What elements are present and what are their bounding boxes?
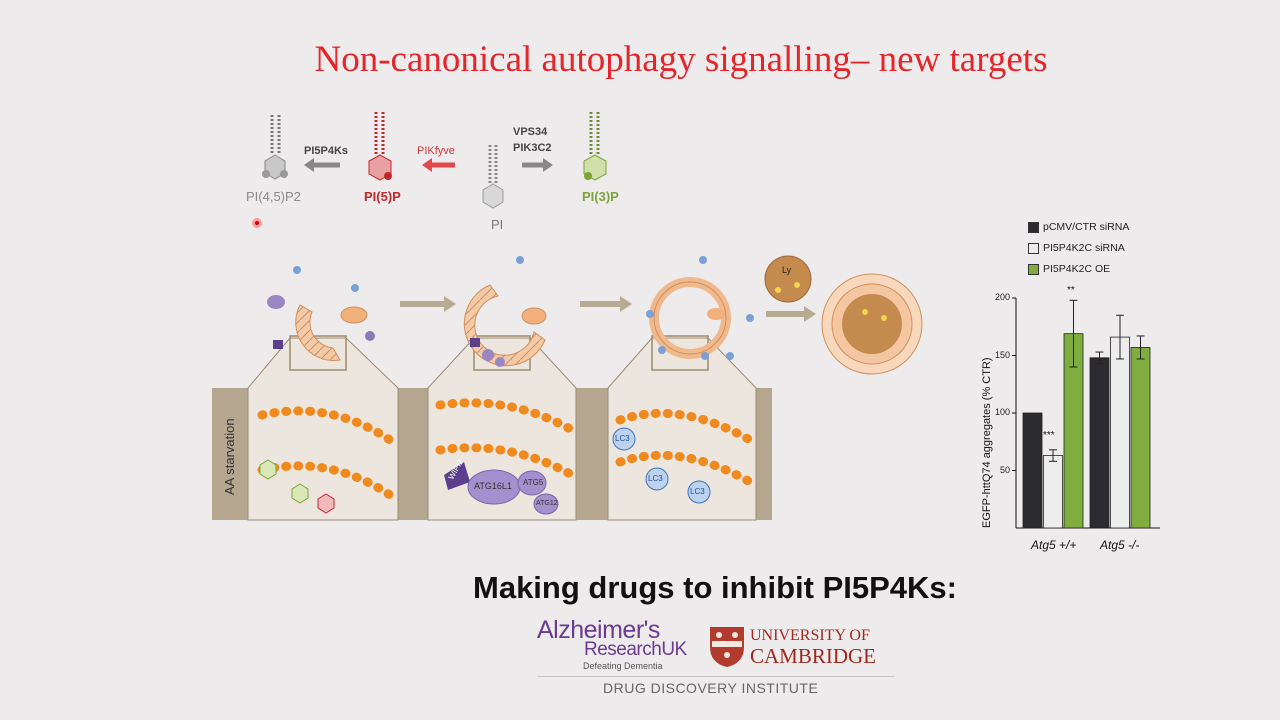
pi45p2-lipid [262,115,288,180]
slide-subtitle: Making drugs to inhibit PI5P4Ks: [473,570,957,605]
lysosome-label: Ly [782,265,792,275]
drug-discovery-institute: DRUG DISCOVERY INSTITUTE [603,680,819,696]
bar [1110,336,1130,529]
legend-item-sirna: PI5P4K2C siRNA [1028,242,1125,254]
atg5-label: ATG5 [523,478,544,487]
atg12-label: ATG12 [536,500,558,507]
alz-logo-line1: Alzheimer's [537,616,660,644]
lc3-label-3: LC3 [690,487,705,496]
lc3-label-1: LC3 [615,434,630,443]
legend-label: PI5P4K2C siRNA [1043,242,1125,254]
schematic-graphics [212,255,923,521]
significance-oe: ** [1067,285,1075,296]
logo-divider [537,676,895,677]
pi-label: PI [491,217,504,232]
pi3p-lipid [583,112,607,181]
legend-item-ctr: pCMV/CTR siRNA [1028,221,1129,233]
pi5p4ks-enzyme: PI5P4Ks [304,145,349,157]
pi45p2-label: PI(4,5)P2 [246,189,301,204]
alz-logo-tagline: Defeating Dementia [583,661,663,671]
y-tick-label: 150 [994,349,1010,360]
legend-label: PI5P4K2C OE [1043,263,1111,275]
y-tick-label: 100 [994,407,1010,417]
cambridge-line1: UNIVERSITY OF [750,627,870,644]
cambridge-crest-icon [710,627,744,667]
legend-label: pCMV/CTR siRNA [1043,221,1130,233]
pi5p-lipid [368,112,392,181]
pi-lipid [482,145,504,209]
cambridge-line2: CAMBRIDGE [750,644,877,668]
arrow-to-pi5p [422,158,455,172]
bar [1043,455,1063,529]
arrow-to-pi45p2 [304,158,340,172]
bar [1022,412,1043,529]
y-tick-label: 50 [999,464,1010,475]
legend-swatch [1028,263,1039,275]
y-tick-label: 200 [994,292,1010,302]
legend-item-oe: PI5P4K2C OE [1028,263,1110,275]
pi5p-label: PI(5)P [364,189,401,204]
x-label-atg5-ko: Atg5 -/- [1100,538,1140,552]
lc3-label-2: LC3 [648,474,663,483]
pointer-dot-core [255,221,259,225]
alz-logo-line2: ResearchUK [584,639,687,660]
bar [1130,347,1151,529]
arrow-to-pi3p [522,158,553,172]
x-label-atg5-wt: Atg5 +/+ [1031,538,1077,552]
slide-title: Non-canonical autophagy signalling– new … [314,39,1048,80]
legend-swatch [1028,242,1039,254]
pik3c2-enzyme: PIK3C2 [513,142,552,154]
bar [1089,357,1110,529]
significance-sirna: *** [1043,430,1055,441]
pikfyve-enzyme: PIKfyve [417,145,455,157]
legend-swatch [1028,221,1039,233]
pi3p-label: PI(3)P [582,189,619,204]
y-axis-label: EGFP-httQ74 aggregates (% CTR) [981,357,993,528]
vps34-enzyme: VPS34 [513,126,548,138]
atg16l1-label: ATG16L1 [474,481,512,491]
pathway-graphics [252,112,607,228]
